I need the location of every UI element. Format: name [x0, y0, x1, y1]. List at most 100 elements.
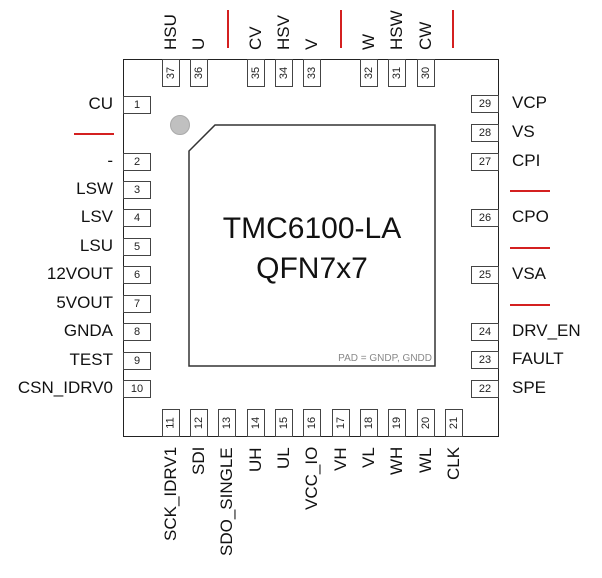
pin-number-box: 22	[471, 380, 499, 398]
pin-number-box: 33	[303, 59, 321, 87]
pin-number: 16	[306, 416, 318, 430]
pin-number-box: 24	[471, 323, 499, 341]
pin-number-box: 35	[247, 59, 265, 87]
pin-label: U	[189, 37, 208, 50]
pin-label: 12VOUT	[46, 264, 113, 283]
pin-label: VCC_IO	[302, 447, 321, 511]
pin-label: VS	[512, 122, 535, 141]
pin-number-box: 32	[360, 59, 378, 87]
pin-number: 12	[193, 416, 205, 430]
pin-label: SCK_IDRV1	[161, 447, 180, 542]
pin-label: SPE	[512, 378, 547, 397]
pin-number: 35	[250, 66, 262, 80]
pin-label: HSU	[161, 14, 180, 50]
pin-number-box: 19	[388, 409, 406, 437]
pin-label: V	[302, 38, 321, 50]
pin-number-box: 3	[123, 181, 151, 199]
separator-top-1	[227, 10, 229, 48]
pin-number-box: 34	[275, 59, 293, 87]
pin-label: HSV	[274, 15, 293, 50]
pin-number-box: 18	[360, 409, 378, 437]
pin-number-box: 30	[417, 59, 435, 87]
pin-number-box: 25	[471, 266, 499, 284]
pin-label: WL	[416, 447, 435, 473]
pin-label: VH	[331, 447, 350, 471]
pin-label: VL	[359, 447, 378, 468]
pin-number: 36	[193, 66, 205, 80]
pin1-marker-icon	[170, 115, 190, 135]
pin-number-box: 6	[123, 266, 151, 284]
separator-left-1	[74, 133, 114, 135]
pin-number-box: 31	[388, 59, 406, 87]
pin-number: 15	[278, 416, 290, 430]
pin-label: CLK	[444, 447, 463, 481]
pin-label: SDI	[189, 447, 208, 476]
pin-number-box: 5	[123, 238, 151, 256]
pin-label: LSU	[79, 236, 113, 255]
pin-number: 31	[391, 66, 403, 80]
pin-number: 19	[391, 416, 403, 430]
pin-number-box: 27	[471, 153, 499, 171]
pin-label: VCP	[512, 93, 547, 112]
pin-number: 21	[448, 416, 460, 430]
separator-right-2	[510, 247, 550, 249]
pin-number-box: 14	[247, 409, 265, 437]
pin-number-box: 29	[471, 95, 499, 113]
pin-label: CV	[246, 26, 265, 50]
pin-label: CSN_IDRV0	[17, 378, 113, 397]
pin-number-box: 28	[471, 124, 499, 142]
pin-label: UL	[274, 447, 293, 469]
pin-number-box: 23	[471, 351, 499, 369]
pin-number-box: 26	[471, 209, 499, 227]
pin-number-box: 21	[445, 409, 463, 437]
pin-number-box: 7	[123, 295, 151, 313]
pin-number-box: 9	[123, 352, 151, 370]
pin-label: LSV	[80, 207, 113, 226]
pin-label: UH	[246, 447, 265, 472]
pin-number: 18	[363, 416, 375, 430]
chip-name: TMC6100-LA	[222, 212, 402, 245]
pin-number-box: 17	[332, 409, 350, 437]
separator-right-3	[510, 304, 550, 306]
pin-number-box: 15	[275, 409, 293, 437]
pin-label: WH	[387, 447, 406, 476]
pin-label: TEST	[69, 350, 113, 369]
pin-number-box: 11	[162, 409, 180, 437]
pin-label: CPI	[512, 151, 541, 170]
pin-label: DRV_EN	[512, 321, 581, 340]
pin-label: CPO	[512, 207, 549, 226]
separator-right-1	[510, 190, 550, 192]
pin-number: 14	[250, 416, 262, 430]
pin-number: 30	[420, 66, 432, 80]
pin-label: SDO_SINGLE	[217, 447, 236, 556]
separator-top-2	[340, 10, 342, 48]
pin-label: FAULT	[512, 349, 564, 368]
pin-label: HSW	[387, 10, 406, 50]
exposed-pad-outline	[188, 124, 436, 367]
pin-number-box: 2	[123, 153, 151, 171]
pin-label: LSW	[76, 179, 113, 198]
pin-number-box: 20	[417, 409, 435, 437]
pin-number-box: 16	[303, 409, 321, 437]
pad-note: PAD = GNDP, GNDD	[338, 353, 432, 364]
pin-label: VSA	[512, 264, 547, 283]
pin-number: 34	[278, 66, 290, 80]
pin-number: 33	[306, 66, 318, 80]
pin-number: 37	[165, 66, 177, 80]
separator-top-3	[452, 10, 454, 48]
pin-number-box: 1	[123, 96, 151, 114]
pin-label: 5VOUT	[56, 293, 113, 312]
pin-label: W	[359, 33, 378, 50]
pin-label: CU	[88, 94, 113, 113]
pin-label: CW	[416, 21, 435, 50]
pin-number-box: 10	[123, 380, 151, 398]
pin-number-box: 13	[218, 409, 236, 437]
pin-number: 13	[221, 416, 233, 430]
pin-number: 17	[335, 416, 347, 430]
pin-number-box: 4	[123, 209, 151, 227]
pin-number-box: 12	[190, 409, 208, 437]
pin-label: GNDA	[63, 321, 113, 340]
pin-number: 32	[363, 66, 375, 80]
